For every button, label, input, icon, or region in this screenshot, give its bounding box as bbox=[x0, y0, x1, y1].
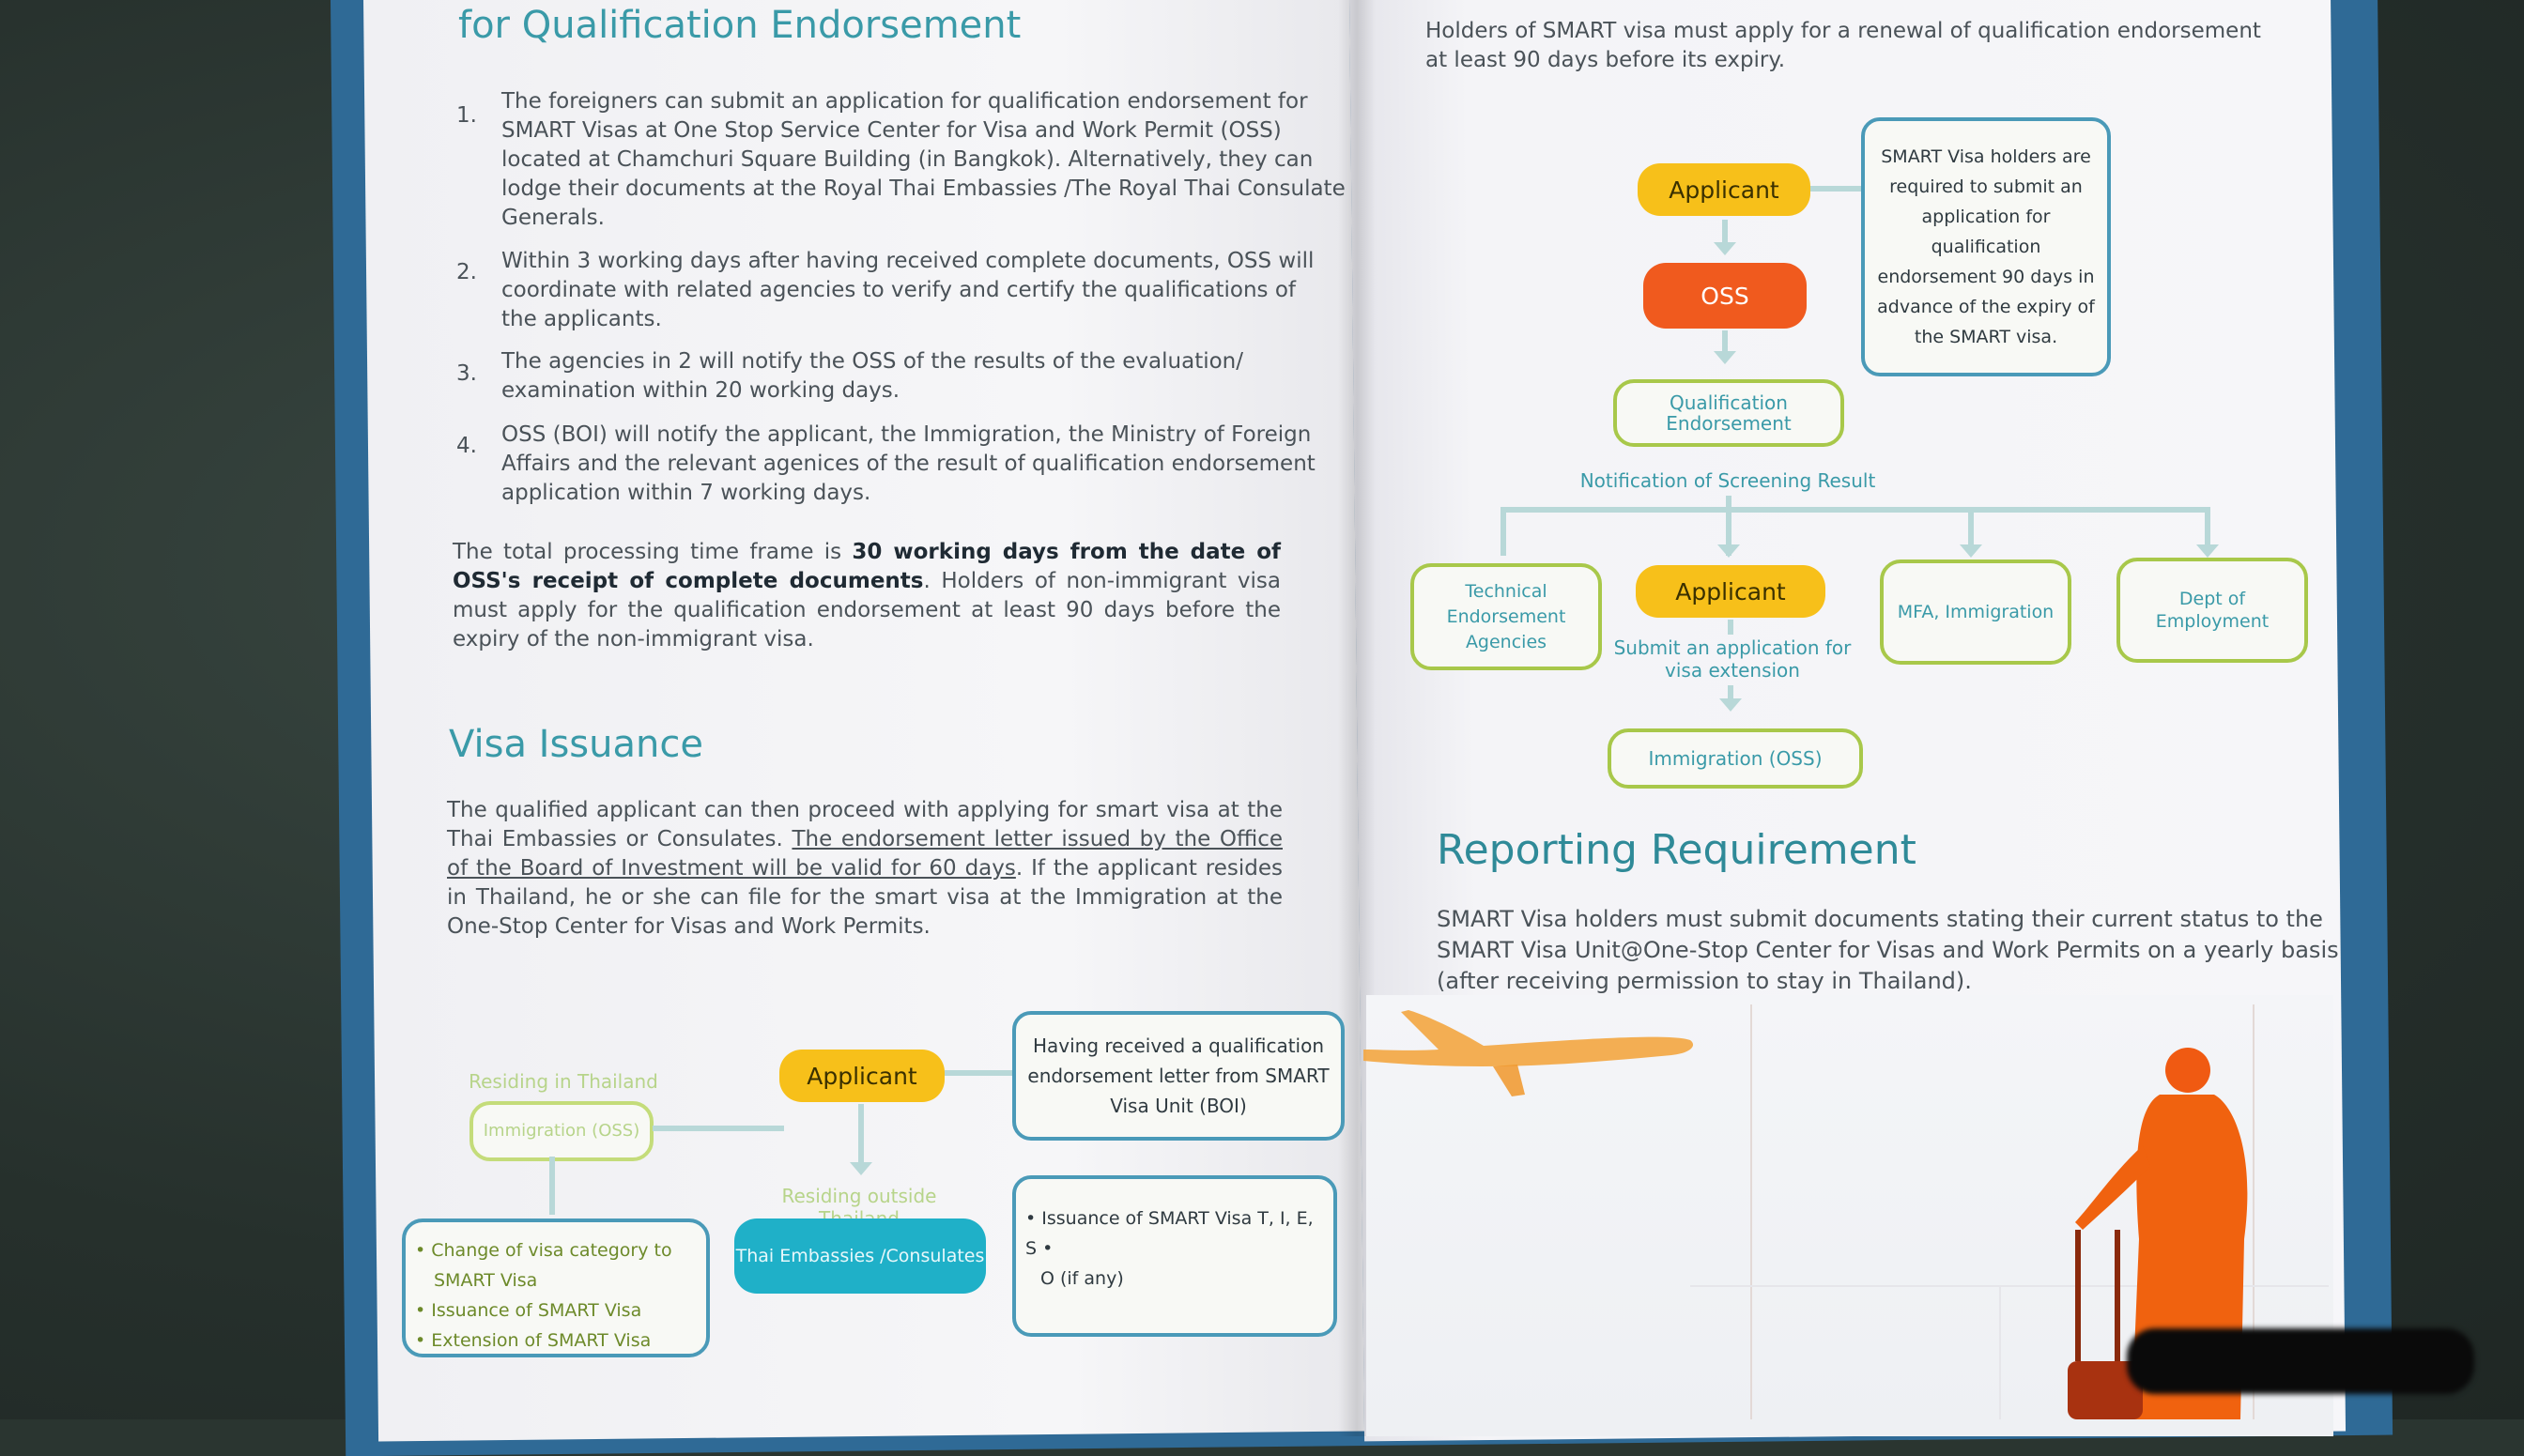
arrow-down-icon bbox=[850, 1162, 872, 1175]
connector-line bbox=[2205, 507, 2210, 554]
text-line: Affairs and the relevant agenices of the… bbox=[501, 452, 1316, 476]
step-number: 4. bbox=[456, 434, 477, 458]
text-line: Holders of SMART visa must apply for a r… bbox=[1425, 19, 2261, 43]
text-line: SMART Visas at One Stop Service Center f… bbox=[501, 118, 1282, 143]
box-mfa-immigration: MFA, Immigration bbox=[1880, 559, 2071, 665]
connector-line bbox=[1810, 186, 1863, 192]
connector-line bbox=[858, 1104, 864, 1164]
text-line: The foreigners can submit an application… bbox=[501, 89, 1308, 114]
underlined-text: The endorsement letter issued by the Off… bbox=[447, 827, 1283, 881]
renewal-paragraph: Holders of SMART visa must apply for a r… bbox=[1425, 17, 2261, 75]
box-qualification-endorsement: Qualification Endorsement bbox=[1613, 379, 1844, 447]
text-line: The agencies in 2 will notify the OSS of… bbox=[501, 349, 1244, 374]
box-issuance-list: • Issuance of SMART Visa T, I, E, S • O … bbox=[1012, 1175, 1337, 1337]
arrow-down-icon bbox=[1960, 544, 1982, 558]
step-text: The agencies in 2 will notify the OSS of… bbox=[501, 347, 1243, 406]
text-line: coordinate with related agencies to veri… bbox=[501, 278, 1296, 302]
list-item: • Issuance of SMART Visa bbox=[415, 1300, 642, 1321]
text-line: (after receiving permission to stay in T… bbox=[1437, 968, 1972, 994]
arrow-down-icon bbox=[2196, 544, 2219, 558]
timeframe-paragraph: The total processing time frame is 30 wo… bbox=[453, 538, 1281, 654]
text-line: Generals. bbox=[501, 206, 605, 230]
connector-line bbox=[1728, 685, 1733, 698]
box-renewal-note: SMART Visa holders are required to submi… bbox=[1861, 117, 2111, 376]
list-item: • Issuance of SMART Visa T, I, E, S • bbox=[1025, 1208, 1314, 1259]
pill-applicant-left: Applicant bbox=[779, 1050, 945, 1102]
suitcase-icon bbox=[2068, 1230, 2143, 1419]
pill-applicant-bottom: Applicant bbox=[1636, 565, 1825, 618]
text-line: at least 90 days before its expiry. bbox=[1425, 48, 1786, 72]
text-line: SMART Visa holders must submit documents… bbox=[1437, 906, 2323, 932]
connector-line bbox=[549, 1157, 555, 1215]
arrow-down-icon bbox=[1717, 544, 1740, 558]
box-dept-employment: Dept of Employment bbox=[2116, 558, 2308, 663]
box-change-list: • Change of visa category to SMART Visa … bbox=[402, 1218, 710, 1357]
step-text: OSS (BOI) will notify the applicant, the… bbox=[501, 421, 1316, 508]
label-notification: Notification of Screening Result bbox=[1579, 469, 1876, 492]
list-item: O (if any) bbox=[1040, 1268, 1124, 1289]
step-number: 1. bbox=[456, 103, 477, 128]
text-line: application within 7 working days. bbox=[501, 481, 871, 505]
arrow-down-icon bbox=[1714, 351, 1736, 364]
connector-line bbox=[1722, 330, 1728, 353]
box-immigration-oss-right: Immigration (OSS) bbox=[1608, 728, 1863, 789]
connector-line bbox=[1501, 507, 1506, 556]
text-line: OSS (BOI) will notify the applicant, the… bbox=[501, 422, 1312, 447]
text-line: the applicants. bbox=[501, 307, 662, 331]
text-line: Within 3 working days after having recei… bbox=[501, 249, 1315, 273]
pill-applicant-top: Applicant bbox=[1638, 163, 1810, 216]
text-span: . Holders of non-immigrant visa must app… bbox=[453, 569, 1281, 651]
pill-thai-embassies: Thai Embassies /Consulates bbox=[734, 1218, 986, 1294]
box-received-letter: Having received a qualification endorsem… bbox=[1012, 1011, 1345, 1141]
arrow-down-icon bbox=[1714, 242, 1736, 255]
connector-line bbox=[653, 1126, 784, 1131]
airplane-icon bbox=[1363, 1010, 1694, 1096]
section-title-reporting: Reporting Requirement bbox=[1437, 826, 1916, 874]
connector-line bbox=[1728, 620, 1733, 635]
text-line: SMART Visa Unit@One-Stop Center for Visa… bbox=[1437, 937, 2339, 963]
step-text: The foreigners can submit an application… bbox=[501, 87, 1346, 233]
section-title-qualification: for Qualification Endorsement bbox=[458, 4, 1022, 47]
connector-line bbox=[1722, 220, 1728, 244]
step-text: Within 3 working days after having recei… bbox=[501, 247, 1314, 334]
text-span: . If the applicant resides in Thailand, … bbox=[447, 856, 1283, 939]
list-item: SMART Visa bbox=[434, 1270, 538, 1291]
text-span: The qualified applicant can then proceed… bbox=[447, 798, 1283, 851]
connector-line bbox=[1502, 507, 2210, 513]
text-line: located at Chamchuri Square Building (in… bbox=[501, 147, 1314, 172]
list-item: • Extension of SMART Visa bbox=[415, 1330, 652, 1351]
arrow-down-icon bbox=[1719, 698, 1742, 712]
connector-line bbox=[945, 1070, 1012, 1076]
label-submit-extension: Submit an application for visa extension bbox=[1613, 636, 1852, 682]
step-number: 2. bbox=[456, 260, 477, 284]
text-line: lodge their documents at the Royal Thai … bbox=[501, 176, 1346, 201]
box-immigration-oss: Immigration (OSS) bbox=[469, 1101, 654, 1161]
bold-text: 30 working days from the date of OSS's r… bbox=[453, 540, 1281, 593]
step-number: 3. bbox=[456, 361, 477, 386]
list-item: • Change of visa category to bbox=[415, 1240, 672, 1261]
issuance-paragraph: The qualified applicant can then proceed… bbox=[447, 796, 1283, 942]
connector-line bbox=[1968, 507, 1974, 554]
text-line: examination within 20 working days. bbox=[501, 378, 900, 403]
reporting-paragraph: SMART Visa holders must submit documents… bbox=[1437, 904, 2339, 997]
section-title-visa-issuance: Visa Issuance bbox=[449, 723, 703, 766]
text-span: The total processing time frame is bbox=[453, 540, 853, 564]
label-residing-in-thailand: Residing in Thailand bbox=[469, 1070, 658, 1093]
connector-line bbox=[1726, 496, 1731, 556]
box-technical-agencies: Technical Endorsement Agencies bbox=[1410, 563, 1602, 670]
redaction-mark bbox=[2127, 1328, 2474, 1394]
pill-oss: OSS bbox=[1643, 263, 1807, 329]
